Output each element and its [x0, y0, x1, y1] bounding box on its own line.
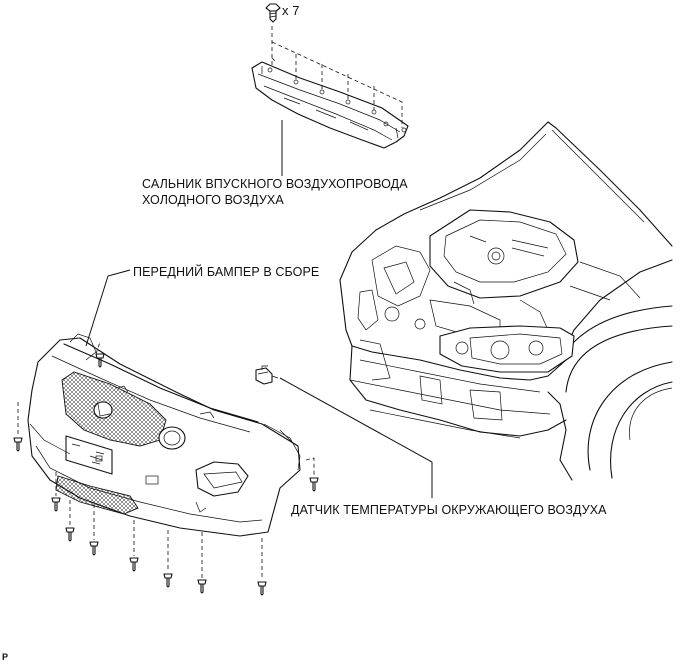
bumper-screw-icons — [13, 353, 319, 596]
reference-code: P — [2, 652, 9, 662]
bumper-screw-guides — [17, 341, 315, 580]
screw-count-label: x 7 — [282, 3, 300, 18]
bumper-leader-line — [85, 269, 131, 347]
front-bumper-assembly — [27, 333, 301, 537]
seal-screw-guides — [271, 26, 403, 128]
seal-label-line1: САЛЬНИК ВПУСКНОГО ВОЗДУХОПРОВОДА — [142, 177, 408, 191]
vehicle-front-body — [339, 121, 673, 481]
cold-air-intake-seal — [251, 61, 409, 149]
seal-label: САЛЬНИК ВПУСКНОГО ВОЗДУХОПРОВОДА ХОЛОДНО… — [142, 176, 408, 208]
bumper-label: ПЕРЕДНИЙ БАМПЕР В СБОРЕ — [133, 265, 320, 279]
screw-icon — [265, 3, 281, 23]
sensor-leader-line — [279, 377, 433, 498]
seal-label-line2: ХОЛОДНОГО ВОЗДУХА — [142, 193, 284, 207]
sensor-label: ДАТЧИК ТЕМПЕРАТУРЫ ОКРУЖАЮЩЕГО ВОЗДУХА — [291, 503, 607, 517]
ambient-temp-sensor — [255, 365, 279, 385]
